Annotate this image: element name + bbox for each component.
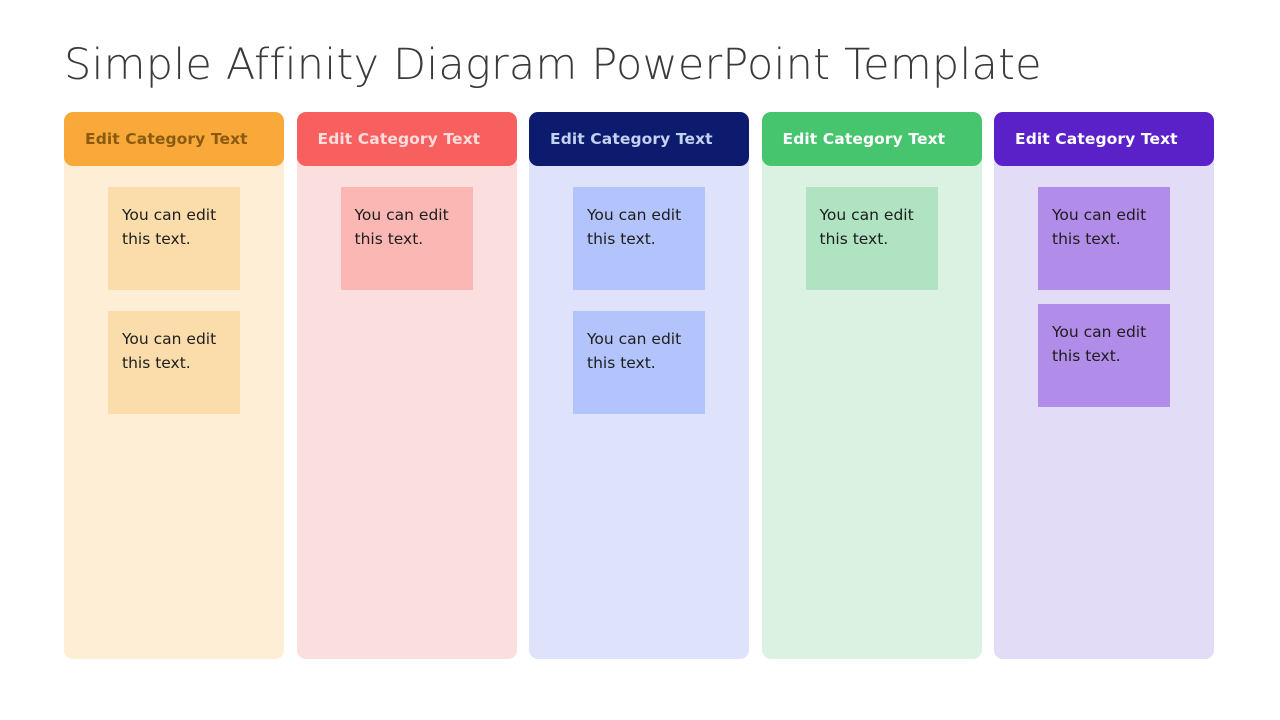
sticky-note-group-purple: You can edit this text. You can edit this… bbox=[994, 166, 1214, 659]
sticky-note[interactable]: You can edit this text. bbox=[108, 187, 240, 290]
sticky-note[interactable]: You can edit this text. bbox=[805, 187, 938, 290]
column-header-label: Edit Category Text bbox=[317, 130, 481, 148]
column-header-label: Edit Category Text bbox=[782, 130, 946, 148]
sticky-note-text: You can edit this text. bbox=[122, 206, 217, 248]
sticky-note-text: You can edit this text. bbox=[819, 206, 914, 248]
affinity-column-navy: You can edit this text. You can edit this… bbox=[529, 112, 749, 659]
column-header-coral[interactable]: Edit Category Text bbox=[296, 112, 517, 166]
sticky-note[interactable]: You can edit this text. bbox=[573, 311, 705, 414]
column-header-navy[interactable]: Edit Category Text bbox=[529, 112, 749, 166]
page-title: Simple Affinity Diagram PowerPoint Templ… bbox=[64, 40, 1042, 90]
sticky-note-text: You can edit this text. bbox=[587, 206, 682, 248]
sticky-note-text: You can edit this text. bbox=[1052, 206, 1147, 248]
affinity-column-orange: You can edit this text. You can edit this… bbox=[64, 112, 284, 659]
affinity-column-coral: You can edit this text. Edit Category Tex… bbox=[296, 112, 517, 659]
sticky-note-text: You can edit this text. bbox=[587, 330, 682, 372]
sticky-note[interactable]: You can edit this text. bbox=[108, 311, 240, 414]
affinity-column-purple: You can edit this text. You can edit this… bbox=[994, 112, 1214, 659]
sticky-note[interactable]: You can edit this text. bbox=[1038, 187, 1170, 290]
sticky-note-group-orange: You can edit this text. You can edit this… bbox=[64, 166, 284, 659]
sticky-note-text: You can edit this text. bbox=[122, 330, 217, 372]
sticky-note-text: You can edit this text. bbox=[354, 206, 449, 248]
sticky-note-text: You can edit this text. bbox=[1052, 323, 1147, 365]
sticky-note-group-coral: You can edit this text. bbox=[297, 166, 517, 659]
sticky-note-group-navy: You can edit this text. You can edit this… bbox=[529, 166, 749, 659]
column-header-orange[interactable]: Edit Category Text bbox=[64, 112, 284, 166]
column-header-purple[interactable]: Edit Category Text bbox=[994, 112, 1214, 166]
sticky-note-group-green: You can edit this text. bbox=[762, 166, 982, 659]
column-header-green[interactable]: Edit Category Text bbox=[761, 112, 982, 166]
column-header-label: Edit Category Text bbox=[550, 130, 713, 148]
sticky-note[interactable]: You can edit this text. bbox=[340, 187, 473, 290]
sticky-note[interactable]: You can edit this text. bbox=[1038, 304, 1170, 407]
column-header-label: Edit Category Text bbox=[1015, 130, 1178, 148]
affinity-columns-container: You can edit this text.You can edit this… bbox=[64, 112, 1217, 659]
affinity-column-green: You can edit this text. Edit Category Tex… bbox=[761, 112, 982, 659]
sticky-note[interactable]: You can edit this text. bbox=[573, 187, 705, 290]
column-header-label: Edit Category Text bbox=[85, 130, 248, 148]
